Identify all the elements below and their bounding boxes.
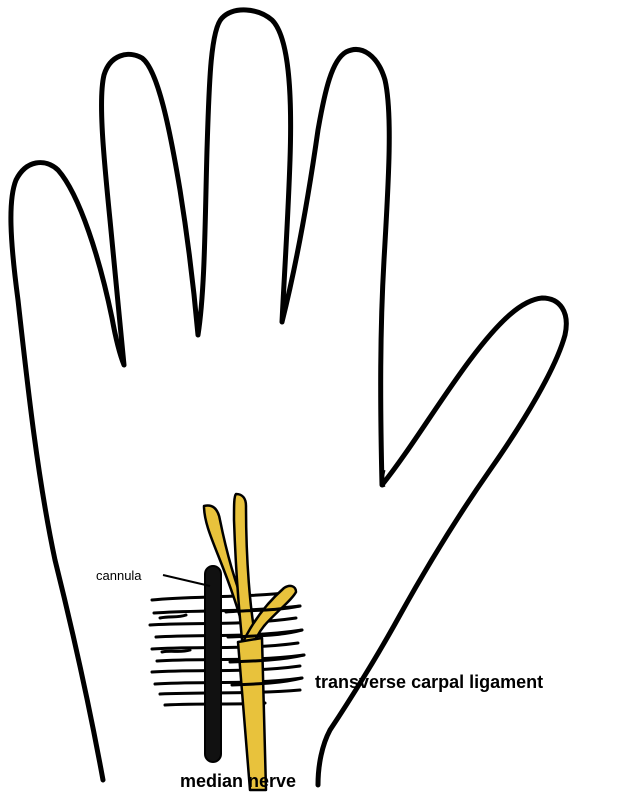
transverse-carpal-ligament-label: transverse carpal ligament [315, 672, 543, 692]
thumb-crease [383, 470, 385, 487]
median-nerve-label: median nerve [180, 771, 296, 791]
cannula [205, 566, 221, 762]
cannula-label: cannula [96, 568, 142, 583]
cannula-leader-line [163, 575, 210, 586]
